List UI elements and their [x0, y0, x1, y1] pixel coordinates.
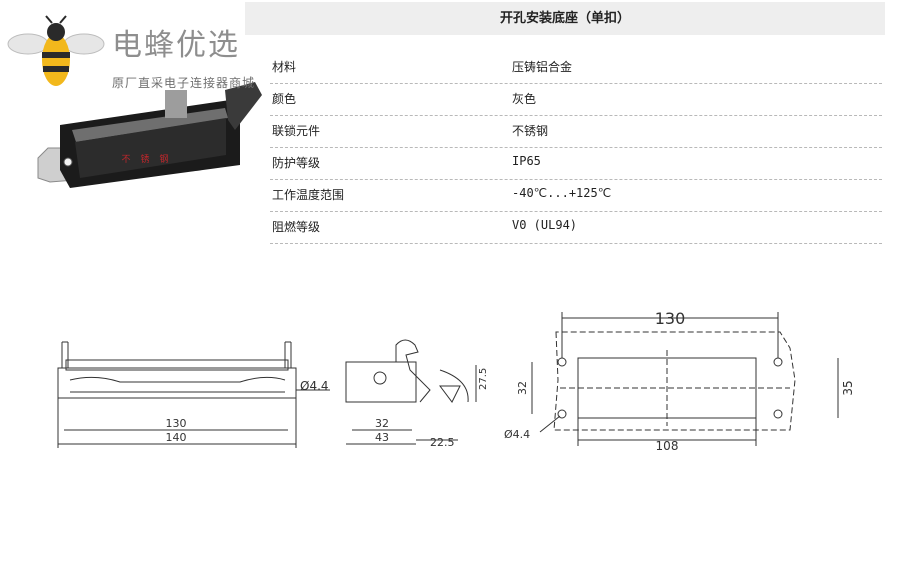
table-row: 联锁元件 不锈钢 [270, 116, 882, 148]
technical-drawings: Ø4.4 130 140 27.5 32 43 22.5 130 108 [57, 309, 855, 453]
spec-value: 灰色 [512, 92, 537, 106]
page-title: 开孔安装底座（单扣） [499, 11, 630, 26]
spec-label: 材料 [272, 60, 297, 74]
spec-value: -40℃...+125℃ [512, 186, 612, 200]
front-view-drawing: Ø4.4 130 140 [57, 341, 330, 448]
spec-label: 颜色 [272, 92, 297, 106]
watermark-tagline: 原厂直采电子连接器商城 [112, 76, 256, 90]
spec-table: 材料 压铸铝合金 颜色 灰色 联锁元件 不锈钢 防护等级 IP65 工作温度范围… [270, 52, 882, 244]
spec-value: V0 (UL94) [512, 218, 578, 232]
front-hole-dia: Ø4.4 [300, 379, 329, 393]
side-overall-width: 43 [375, 431, 389, 444]
side-base-width: 32 [375, 417, 389, 430]
product-photo: 不锈钢 [37, 82, 262, 188]
table-row: 防护等级 IP65 [270, 148, 882, 180]
spec-value: 不锈钢 [512, 124, 549, 138]
table-row: 工作温度范围 -40℃...+125℃ [270, 180, 882, 212]
table-row: 阻燃等级 V0 (UL94) [270, 212, 882, 244]
bee-logo-icon [7, 15, 105, 86]
front-inner-width: 130 [166, 417, 187, 430]
side-height: 27.5 [478, 368, 489, 390]
title-bar: 开孔安装底座（单扣） [245, 2, 885, 35]
front-overall-width: 140 [166, 431, 187, 444]
spec-label: 联锁元件 [272, 124, 321, 138]
table-row: 材料 压铸铝合金 [270, 52, 882, 84]
table-row: 颜色 灰色 [270, 84, 882, 116]
cutout-hole-dia: Ø4.4 [504, 428, 530, 441]
cutout-height-inner: 32 [516, 381, 529, 395]
side-lever-offset: 22.5 [430, 436, 455, 449]
spec-label: 防护等级 [272, 156, 321, 170]
side-view-drawing: 27.5 32 43 22.5 [345, 339, 489, 449]
spec-value: 压铸铝合金 [512, 60, 573, 74]
photo-marking: 不锈钢 [121, 153, 178, 165]
panel-cutout-drawing: 130 108 32 35 Ø4.4 [504, 309, 855, 453]
spec-label: 阻燃等级 [272, 220, 321, 234]
watermark-brand: 电蜂优选 [112, 28, 240, 63]
cutout-hole-spacing: 130 [655, 309, 686, 328]
spec-label: 工作温度范围 [272, 188, 345, 202]
cutout-opening-width: 108 [656, 439, 679, 453]
spec-value: IP65 [512, 154, 541, 168]
cutout-height-outer: 35 [841, 380, 855, 395]
